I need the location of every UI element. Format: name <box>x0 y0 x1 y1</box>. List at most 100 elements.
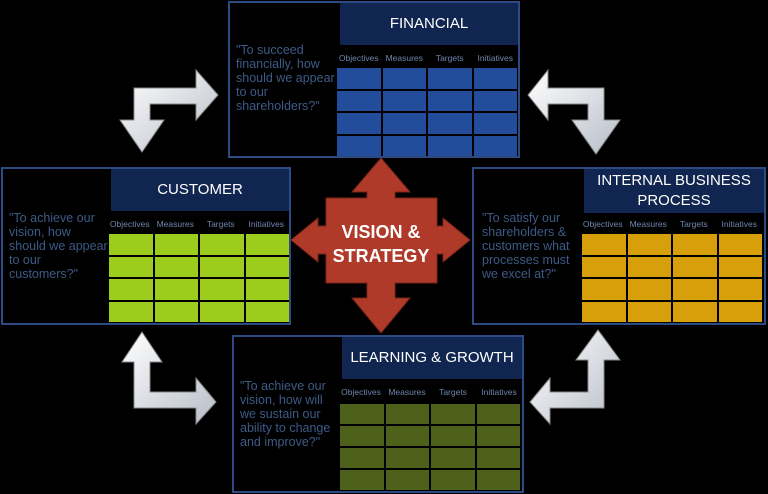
grid-cell <box>473 90 517 111</box>
corner-arrow-icon-top-right <box>527 68 621 155</box>
grid-cell <box>245 279 289 300</box>
column-measures: Measures <box>388 387 426 397</box>
grid-cell <box>200 279 244 300</box>
grid-cell <box>582 301 626 322</box>
grid-cell <box>340 426 384 446</box>
grid-cell <box>673 301 717 322</box>
grid-cell <box>382 90 426 111</box>
learning-title: LEARNING & GROWTH <box>342 337 522 379</box>
grid-cell <box>385 404 429 424</box>
column-objectives: Objectives <box>341 387 381 397</box>
grid-cell <box>582 256 626 277</box>
grid-cell <box>200 234 244 255</box>
grid-cell <box>476 470 520 490</box>
customer-panel: CUSTOMER "To achieve our vision, how sho… <box>1 167 291 325</box>
grid-cell <box>718 279 762 300</box>
financial-panel: FINANCIAL "To succeed financially, how s… <box>228 1 520 158</box>
grid-cell <box>428 90 472 111</box>
grid-cell <box>109 301 153 322</box>
grid-cell <box>473 113 517 134</box>
learning-grid <box>340 404 520 490</box>
grid-cell <box>245 301 289 322</box>
internal-grid <box>582 234 762 322</box>
grid-cell <box>428 135 472 156</box>
grid-cell <box>109 279 153 300</box>
customer-title: CUSTOMER <box>111 169 289 211</box>
learning-panel: LEARNING & GROWTH "To achieve our vision… <box>232 335 524 493</box>
column-measures: Measures <box>629 219 667 229</box>
grid-cell <box>385 470 429 490</box>
grid-cell <box>673 234 717 255</box>
column-objectives: Objectives <box>338 53 379 63</box>
financial-grid <box>337 68 517 156</box>
grid-cell <box>476 448 520 468</box>
grid-cell <box>340 404 384 424</box>
corner-arrow-icon-bottom-right <box>529 329 621 426</box>
grid-cell <box>473 135 517 156</box>
column-initiatives: Initiatives <box>477 53 513 63</box>
grid-cell <box>673 256 717 277</box>
grid-cell <box>476 426 520 446</box>
grid-cell <box>627 301 671 322</box>
column-targets: Targets <box>206 219 235 229</box>
grid-cell <box>627 234 671 255</box>
grid-cell <box>473 68 517 89</box>
grid-cell <box>627 279 671 300</box>
grid-cell <box>154 234 198 255</box>
column-targets: Targets <box>439 387 467 397</box>
grid-cell <box>245 256 289 277</box>
grid-cell <box>385 426 429 446</box>
financial-column-headers: Objectives Measures Targets Initiatives <box>336 53 518 63</box>
column-targets: Targets <box>679 219 708 229</box>
grid-cell <box>718 256 762 277</box>
grid-cell <box>245 234 289 255</box>
customer-column-headers: Objectives Measures Targets Initiatives <box>107 219 289 229</box>
corner-arrow-icon-bottom-left <box>121 331 217 426</box>
grid-cell <box>109 256 153 277</box>
grid-cell <box>718 234 762 255</box>
grid-cell <box>627 256 671 277</box>
grid-cell <box>431 404 475 424</box>
grid-cell <box>337 135 381 156</box>
grid-cell <box>582 234 626 255</box>
grid-cell <box>340 448 384 468</box>
customer-grid <box>109 234 289 322</box>
grid-cell <box>337 90 381 111</box>
column-objectives: Objectives <box>109 219 150 229</box>
column-targets: Targets <box>435 53 464 63</box>
column-measures: Measures <box>385 53 423 63</box>
grid-cell <box>476 404 520 424</box>
grid-cell <box>673 279 717 300</box>
grid-cell <box>428 68 472 89</box>
column-objectives: Objectives <box>582 219 623 229</box>
grid-cell <box>382 113 426 134</box>
grid-cell <box>431 426 475 446</box>
grid-cell <box>428 113 472 134</box>
grid-cell <box>337 68 381 89</box>
learning-question: "To achieve our vision, how will we sust… <box>240 379 331 449</box>
financial-question: "To succeed financially, how should we a… <box>236 43 335 113</box>
column-initiatives: Initiatives <box>248 219 284 229</box>
column-initiatives: Initiatives <box>721 219 757 229</box>
financial-title: FINANCIAL <box>340 3 518 45</box>
grid-cell <box>582 279 626 300</box>
grid-cell <box>340 470 384 490</box>
internal-column-headers: Objectives Measures Targets Initiatives <box>580 219 762 229</box>
column-initiatives: Initiatives <box>481 387 517 397</box>
corner-arrow-icon-top-left <box>119 68 219 153</box>
internal-question: "To satisfy our shareholders & customers… <box>482 211 570 281</box>
grid-cell <box>200 256 244 277</box>
column-measures: Measures <box>156 219 194 229</box>
center-four-way-arrow <box>290 157 471 334</box>
grid-cell <box>718 301 762 322</box>
grid-cell <box>385 448 429 468</box>
grid-cell <box>200 301 244 322</box>
internal-panel: INTERNAL BUSINESS PROCESS "To satisfy ou… <box>472 167 766 325</box>
grid-cell <box>337 113 381 134</box>
center-label: VISION & STRATEGY <box>332 222 430 266</box>
grid-cell <box>382 68 426 89</box>
learning-column-headers: Objectives Measures Targets Initiatives <box>338 387 522 397</box>
grid-cell <box>382 135 426 156</box>
grid-cell <box>431 470 475 490</box>
